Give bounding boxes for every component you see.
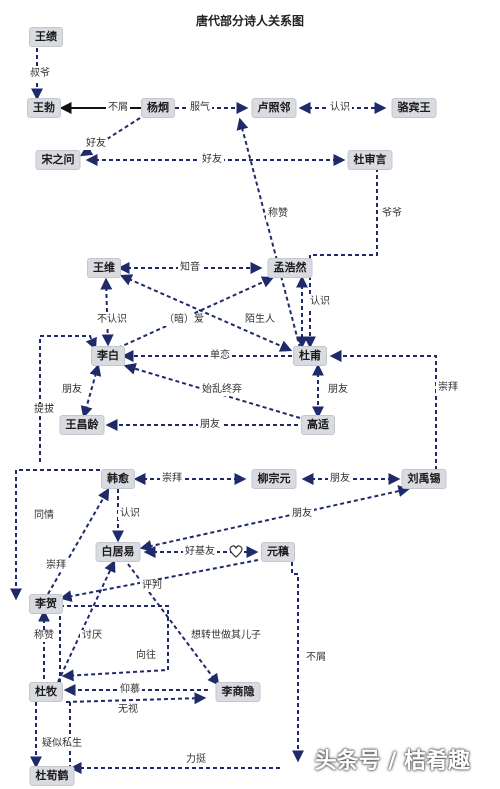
label-renshi-2: 认识 (308, 296, 332, 308)
label-chongbai-3: 崇拜 (44, 560, 68, 572)
edge-yuanzhen-duxunhe (291, 562, 304, 763)
edge-gaoshi-libai (123, 363, 301, 419)
label-renshi-1: 认识 (328, 102, 352, 114)
watermark-text: 头条号 / 桔肴趣 (314, 749, 470, 774)
edge-yuanzhen-lihe (59, 559, 259, 603)
label-fuqi: 服气 (188, 102, 212, 114)
label-chengzan-1: 称赞 (266, 208, 290, 220)
edge-dumu-duxunhe-2 (62, 702, 71, 773)
edge-wangwei-libai (100, 277, 114, 347)
heart-icon (229, 545, 243, 558)
label-liting: 力挺 (184, 754, 208, 766)
label-yisisi: 疑似私生 (40, 738, 84, 750)
label-moshengren: 陌生人 (243, 314, 277, 326)
node-yang-jiong[interactable]: 杨炯 (141, 98, 175, 118)
edge-dumu-lishangyin (65, 692, 207, 705)
label-yeye: 爷爷 (380, 208, 404, 220)
edge-wangwei-dufu (119, 274, 293, 352)
node-song-zhiwen[interactable]: 宋之问 (35, 150, 81, 170)
edge-libai-menghaoran (117, 276, 275, 349)
label-baibai-2: 崇拜 (160, 473, 184, 485)
node-gao-shi[interactable]: 高适 (301, 415, 335, 435)
label-ai: （暗）爱 (162, 314, 206, 326)
label-haoyou-1: 好友 (84, 138, 108, 150)
label-zhiyin: 知音 (178, 262, 202, 274)
label-pengyou-2: 朋友 (326, 384, 350, 396)
node-li-shangyin[interactable]: 李商隐 (215, 682, 261, 702)
edge-dumu-baijuyi (57, 559, 116, 683)
edge-lihe-hanyu (47, 487, 110, 595)
label-pengyou-5: 朋友 (290, 508, 314, 520)
label-haoyou-2: 好友 (200, 154, 224, 166)
edge-liuyuxi-dufu (329, 350, 437, 470)
label-chengzan-2: 称赞 (32, 630, 56, 642)
node-du-mu[interactable]: 杜牧 (29, 682, 63, 702)
label-pengyou-3: 朋友 (198, 419, 222, 431)
node-han-yu[interactable]: 韩愈 (101, 469, 135, 489)
edge-dumu-lihe-xiangwang (59, 605, 169, 690)
edge-dufu-luzhaolin (236, 117, 301, 349)
label-wushi: 无视 (116, 704, 140, 716)
node-du-fu[interactable]: 杜甫 (293, 346, 327, 366)
label-danlian: 单恋 (208, 350, 232, 362)
node-liu-zongyuan[interactable]: 柳宗元 (251, 469, 297, 489)
edge-hanyu-libai (39, 335, 97, 462)
label-pingjia: 评判 (140, 580, 164, 592)
diagram-title: 唐代部分诗人关系图 (195, 14, 304, 28)
node-meng-haoran[interactable]: 孟浩然 (267, 258, 313, 278)
label-buxie-2: 不屑 (304, 652, 328, 664)
label-xiangwang: 向往 (134, 650, 158, 662)
node-wang-bo[interactable]: 王勃 (27, 98, 61, 118)
node-du-shenyan[interactable]: 杜审言 (347, 150, 393, 170)
label-daba: 提拔 (32, 404, 56, 416)
label-shiluanzhongqi: 始乱终弃 (200, 384, 244, 396)
label-buxie-1: 不屑 (106, 102, 130, 114)
edge-baijuyi-liuyuxi (139, 485, 411, 552)
node-lu-zhaolin[interactable]: 卢照邻 (251, 98, 297, 118)
node-li-bai[interactable]: 李白 (91, 346, 125, 366)
label-lunhui: 想转世做其儿子 (189, 630, 263, 642)
node-wang-ji[interactable]: 王绩 (29, 27, 63, 47)
node-bai-juyi[interactable]: 白居易 (95, 542, 141, 562)
edge-dushenyan-dufu (304, 168, 378, 349)
label-pengyou-1: 朋友 (60, 384, 84, 396)
label-pengyou-4: 朋友 (328, 473, 352, 485)
label-baibai: 崇拜 (436, 382, 460, 394)
node-luo-binwang[interactable]: 骆宾王 (391, 98, 437, 118)
node-du-xunhe[interactable]: 杜荀鹤 (29, 766, 75, 786)
label-taoyan: 讨厌 (80, 630, 104, 642)
node-wang-changling[interactable]: 王昌龄 (59, 415, 105, 435)
node-li-he[interactable]: 李贺 (29, 594, 63, 614)
node-yuan-zhen[interactable]: 元稹 (261, 542, 295, 562)
label-shuye: 叔爷 (28, 68, 52, 80)
node-liu-yuxi[interactable]: 刘禹锡 (401, 469, 447, 489)
label-tongqing: 同情 (32, 510, 56, 522)
node-wang-wei[interactable]: 王维 (87, 258, 121, 278)
edge-libai-wangchangling (80, 363, 102, 419)
label-gaojiyou: 好基友 (183, 546, 217, 558)
edge-hanyu-lihe (10, 469, 100, 601)
label-renshi-3: 认识 (118, 508, 142, 520)
label-yangmu: 仰慕 (118, 684, 142, 696)
label-burenshi: 不认识 (95, 314, 129, 326)
